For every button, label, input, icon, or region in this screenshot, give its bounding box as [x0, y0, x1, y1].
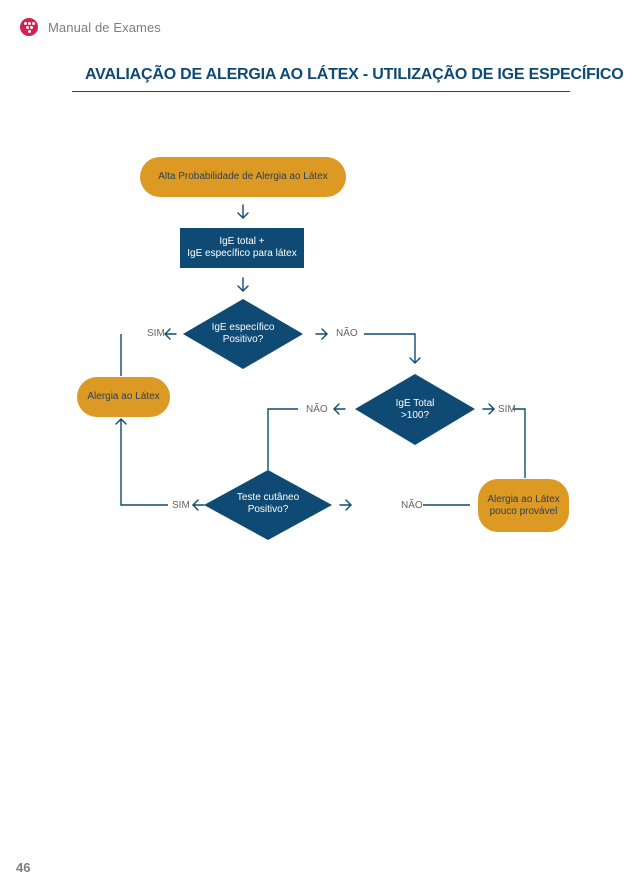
title-divider	[72, 91, 570, 92]
node-result-improvavel: Alergia ao Látex pouco provável	[478, 479, 569, 532]
arrowhead-tests-to-decision	[237, 285, 249, 292]
arrowhead-ige-esp-nao	[321, 328, 328, 340]
page-number: 46	[16, 860, 31, 875]
arrowhead-cutaneo-sim	[192, 499, 199, 511]
connector-ige-total-nao-to-cutaneo	[267, 408, 298, 470]
arrowhead-ige-total-nao	[333, 403, 340, 415]
node-start: Alta Probabilidade de Alergia ao Látex	[140, 157, 346, 197]
connector-ige-esp-nao-to-total	[364, 333, 416, 363]
arrowhead-ige-total-sim	[488, 403, 495, 415]
decision-ige-total-shape	[355, 374, 475, 445]
node-decision-ige-total: IgE Total >100?	[395, 398, 435, 421]
label-ige-esp-nao: NÃO	[336, 328, 358, 339]
manual-logo-icon	[20, 18, 38, 36]
page-header: Manual de Exames	[20, 18, 161, 36]
node-decision-ige-especifico: IgE específico Positivo?	[211, 322, 275, 345]
node-tests: IgE total + IgE específico para látex	[180, 228, 304, 268]
manual-name: Manual de Exames	[48, 19, 161, 35]
decision-ige-especifico-shape	[183, 299, 303, 369]
arrowhead-into-alergia	[115, 418, 127, 425]
connector-ige-total-sim-to-improvavel	[513, 408, 526, 478]
label-cutaneo-sim: SIM	[172, 500, 190, 511]
label-ige-total-sim: SIM	[498, 404, 516, 415]
page-title: AVALIAÇÃO DE ALERGIA AO LÁTEX - UTILIZAÇ…	[85, 66, 624, 83]
arrowhead-cutaneo-nao	[345, 499, 352, 511]
arrowhead-into-ige-total	[409, 357, 421, 364]
arrowhead-start-to-tests	[237, 212, 249, 219]
connector-cutaneo-sim-to-alergia	[120, 419, 168, 506]
label-ige-esp-sim: SIM	[147, 328, 165, 339]
label-cutaneo-nao: NÃO	[401, 500, 423, 511]
decision-teste-cutaneo-shape	[204, 470, 332, 540]
node-result-alergia: Alergia ao Látex	[77, 377, 170, 417]
label-ige-total-nao: NÃO	[306, 404, 328, 415]
node-decision-teste-cutaneo: Teste cutâneo Positivo?	[236, 492, 300, 515]
arrowhead-ige-esp-sim	[164, 328, 171, 340]
